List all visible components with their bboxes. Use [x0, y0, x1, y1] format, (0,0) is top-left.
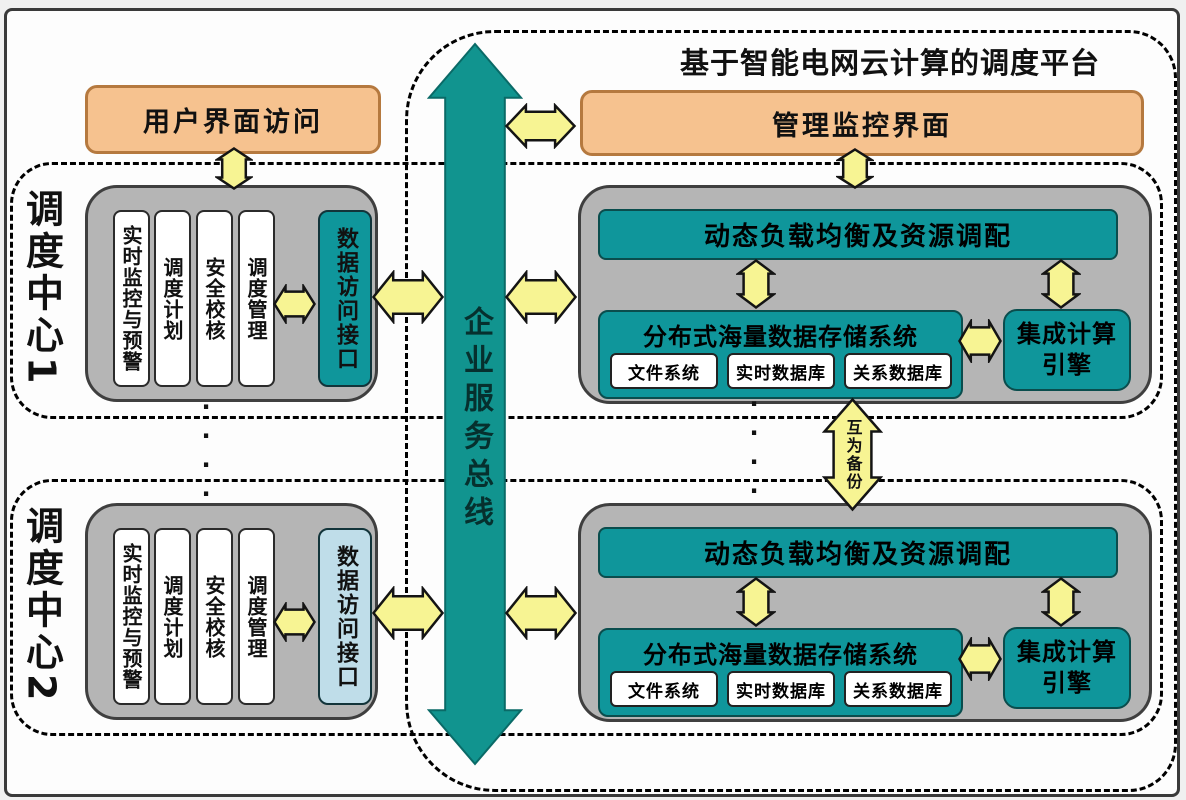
- arrow-monitor-to-section: [834, 147, 876, 190]
- module-card: 安全校核: [196, 210, 233, 387]
- storage-component-realtime: 实时数据库: [727, 353, 835, 389]
- management-monitor-box: 管理监控界面: [580, 90, 1144, 156]
- arrow-modules-to-access-1: [272, 282, 317, 326]
- arrow-banner-engine-1: [1039, 258, 1083, 310]
- cloud-section-2: 动态负载均衡及资源调配 分布式海量数据存储系统 文件系统 实时数据库 关系数据库…: [578, 503, 1152, 722]
- ellipsis-right: ····: [740, 390, 768, 506]
- data-access-box-2: 数据访问接口: [318, 528, 372, 705]
- storage-system-box-1: 分布式海量数据存储系统 文件系统 实时数据库 关系数据库: [598, 310, 963, 399]
- esb-arrow: [426, 42, 524, 766]
- dispatch-panel-1: 实时监控与预警 调度计划 安全校核 调度管理 数据访问接口: [85, 185, 378, 402]
- storage-system-box-2: 分布式海量数据存储系统 文件系统 实时数据库 关系数据库: [598, 628, 963, 717]
- platform-title: 基于智能电网云计算的调度平台: [679, 46, 1100, 80]
- storage-component-file: 文件系统: [610, 353, 718, 389]
- arrow-modules-to-access-2: [272, 600, 317, 644]
- user-interface-access-box: 用户界面访问: [85, 85, 381, 154]
- dispatch-center-2-label: 调度中心2: [19, 505, 64, 705]
- arrow-esb-to-monitor: [504, 102, 577, 150]
- storage-components-row: 文件系统 实时数据库 关系数据库: [610, 671, 952, 707]
- arrow-panel2-to-esb: [371, 584, 445, 642]
- esb-label-text: 企业服务总线: [458, 306, 493, 534]
- arrow-banner-storage-2: [734, 576, 778, 628]
- module-card: 调度计划: [154, 528, 191, 705]
- storage-component-relational: 关系数据库: [844, 671, 952, 707]
- module-card: 调度计划: [154, 210, 191, 387]
- ellipsis-left: ····: [192, 393, 220, 509]
- dispatch-center-1-label: 调度中心1: [19, 188, 64, 388]
- arrow-panel1-to-esb: [371, 268, 445, 326]
- dispatch-panel-2: 实时监控与预警 调度计划 安全校核 调度管理 数据访问接口: [85, 503, 378, 720]
- module-card: 调度管理: [238, 210, 275, 387]
- dispatch-center-2-boundary: [10, 479, 1163, 736]
- data-access-box-1: 数据访问接口: [318, 210, 372, 387]
- load-balancing-banner-2: 动态负载均衡及资源调配: [598, 527, 1118, 578]
- module-card: 安全校核: [196, 528, 233, 705]
- storage-component-realtime: 实时数据库: [727, 671, 835, 707]
- platform-boundary: [405, 30, 1177, 792]
- arrow-esb-to-cloud2: [504, 584, 578, 642]
- storage-component-relational: 关系数据库: [844, 353, 952, 389]
- mutual-backup-arrow: [821, 397, 884, 512]
- module-card: 实时监控与预警: [113, 528, 150, 705]
- storage-component-file: 文件系统: [610, 671, 718, 707]
- esb-label: 企业服务总线: [444, 300, 506, 540]
- arrow-user-to-panel: [213, 146, 255, 191]
- load-balancing-banner-1: 动态负载均衡及资源调配: [598, 209, 1118, 260]
- storage-title: 分布式海量数据存储系统: [643, 323, 918, 351]
- arrow-banner-engine-2: [1039, 576, 1083, 628]
- arrow-storage-engine-2: [957, 634, 1003, 684]
- module-card: 实时监控与预警: [113, 210, 150, 387]
- cloud-section-1: 动态负载均衡及资源调配 分布式海量数据存储系统 文件系统 实时数据库 关系数据库…: [578, 185, 1152, 404]
- arrow-banner-storage-1: [734, 258, 778, 310]
- dispatch-center-1-boundary: [10, 162, 1163, 419]
- compute-engine-box-1: 集成计算引擎: [1003, 309, 1131, 391]
- compute-engine-box-2: 集成计算引擎: [1003, 627, 1131, 709]
- mutual-backup-label: 互为备份: [843, 418, 863, 491]
- arrow-esb-to-cloud1: [504, 268, 578, 326]
- storage-components-row: 文件系统 实时数据库 关系数据库: [610, 353, 952, 389]
- storage-title: 分布式海量数据存储系统: [643, 641, 918, 669]
- module-card: 调度管理: [238, 528, 275, 705]
- arrow-storage-engine-1: [957, 316, 1003, 366]
